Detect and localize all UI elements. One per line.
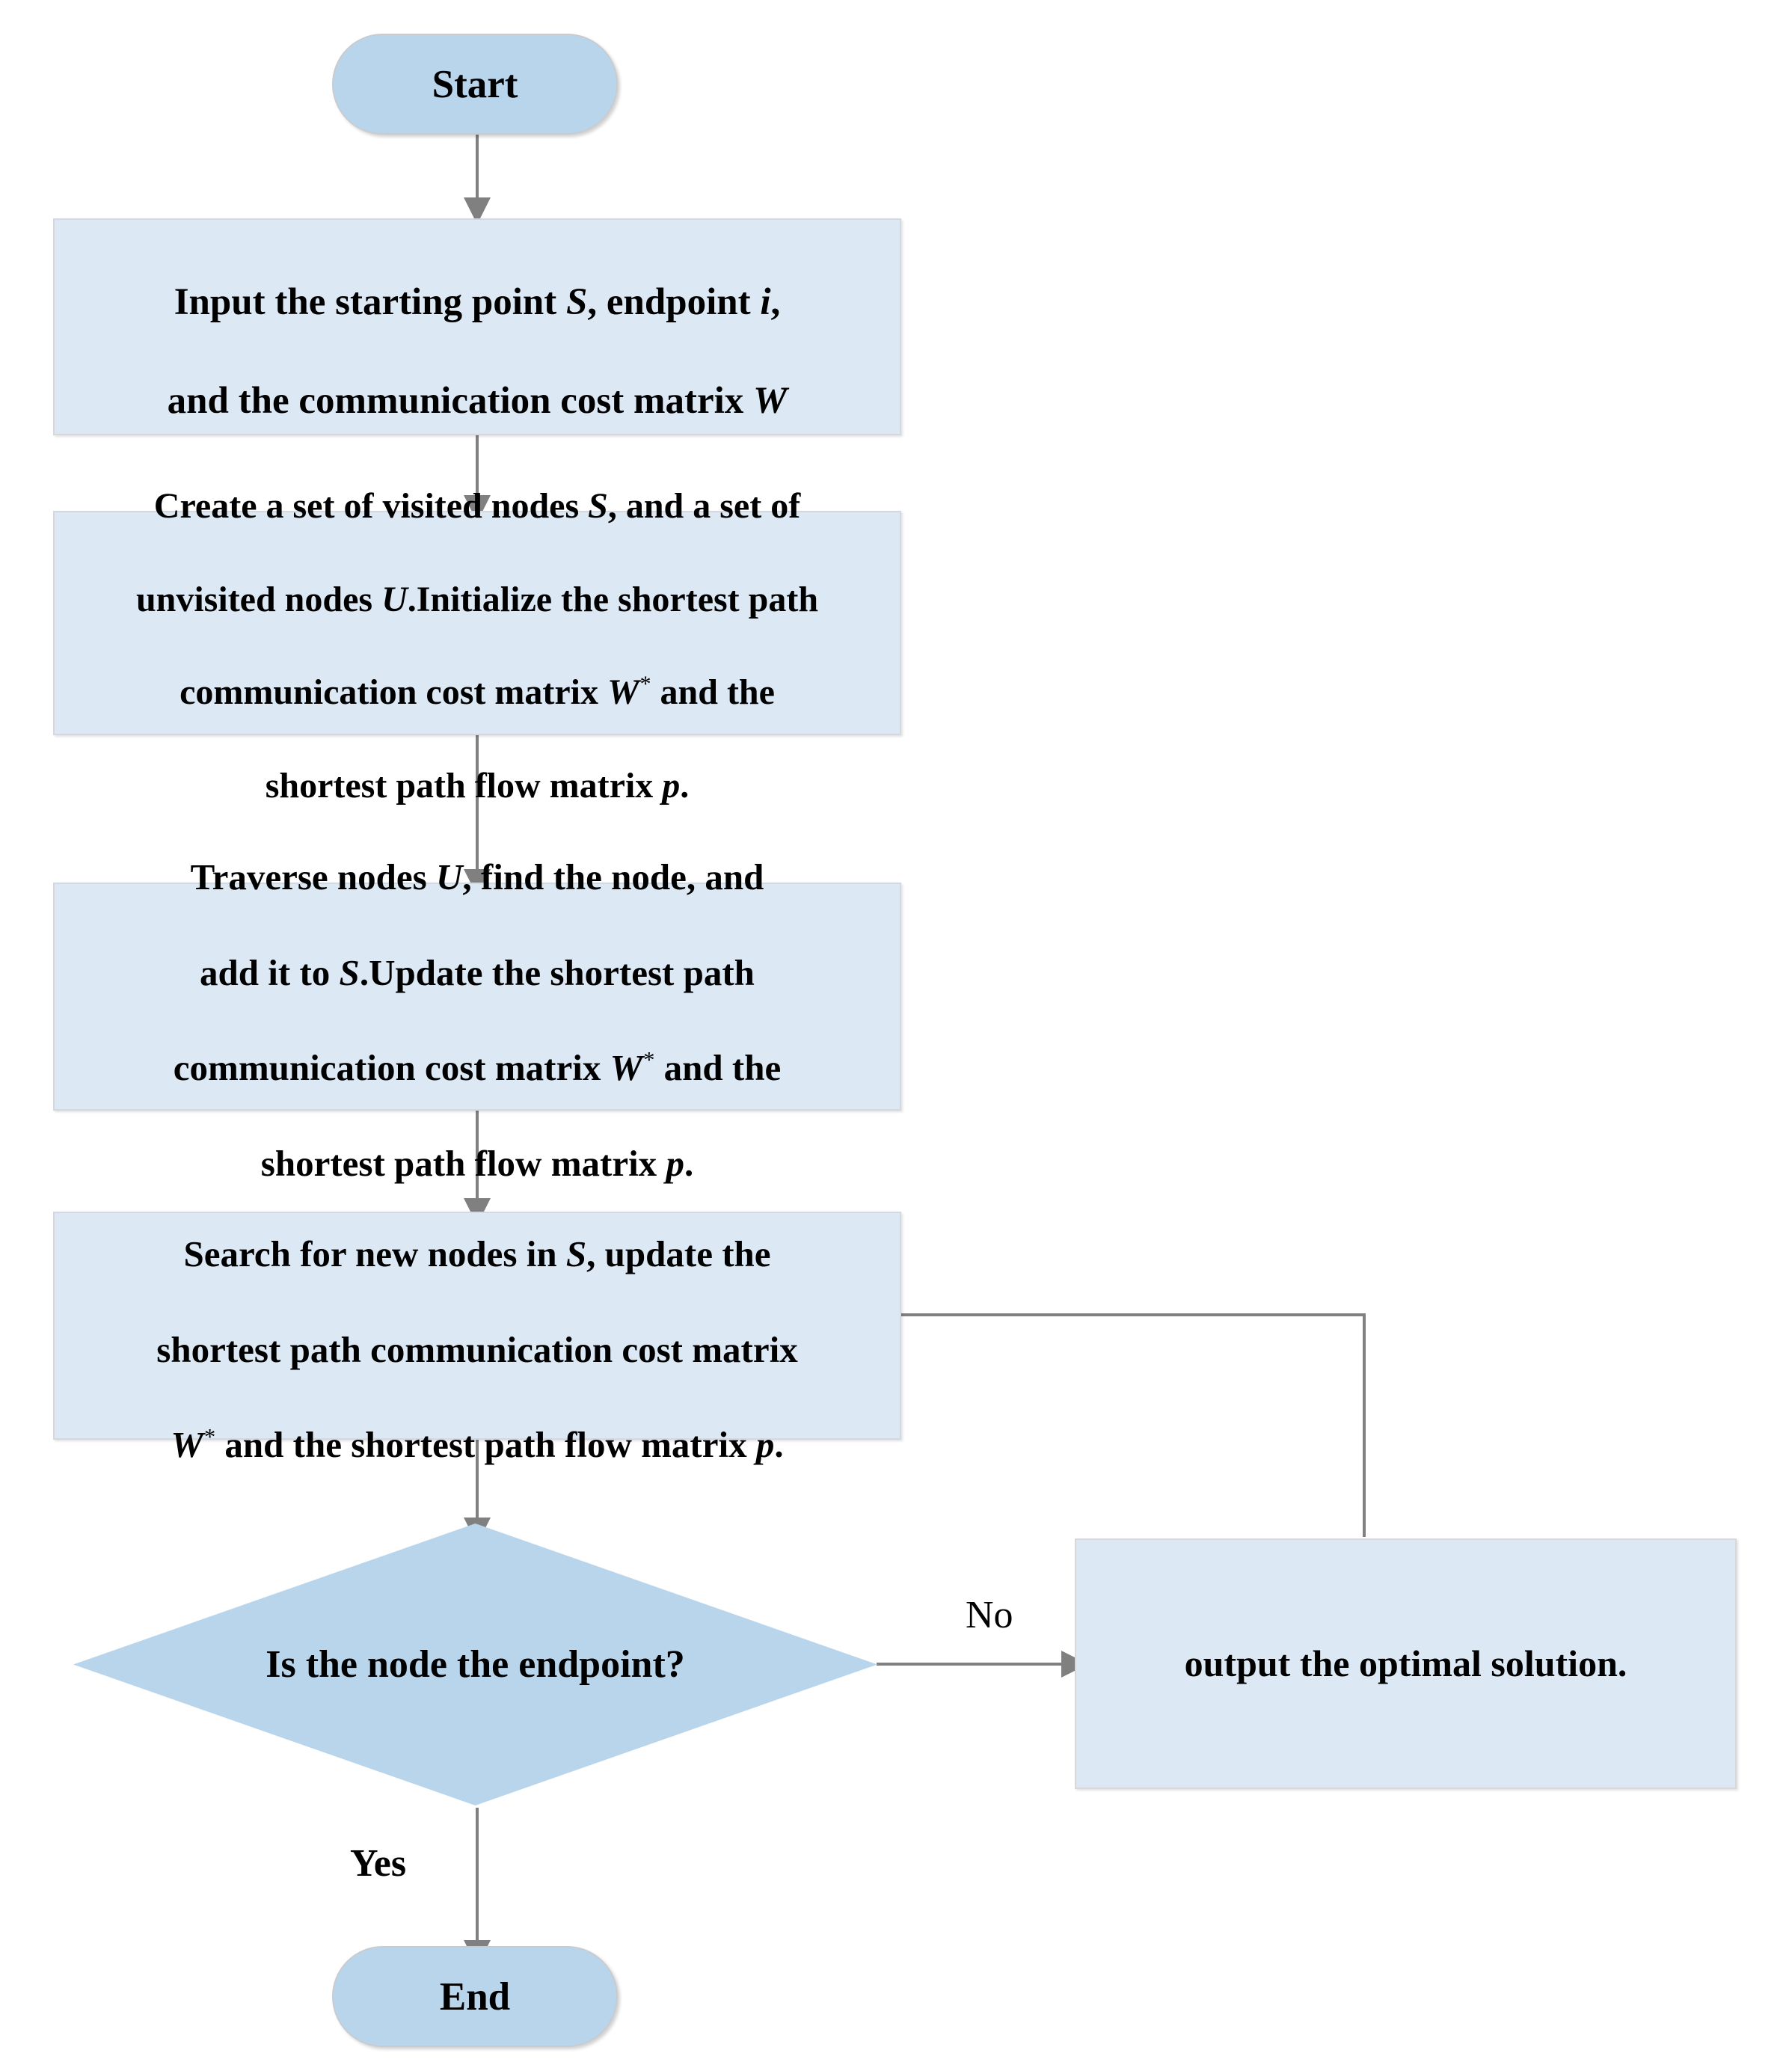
- edge-output-to-search-new-feedback: [872, 1301, 1366, 1537]
- edge-label-yes: Yes: [350, 1842, 407, 1885]
- node-search-new[interactable]: Search for new nodes in S, update the sh…: [53, 1212, 901, 1465]
- node-create-sets[interactable]: Create a set of visited nodes S, and a s…: [53, 486, 901, 806]
- node-output[interactable]: output the optimal solution.: [1075, 1538, 1737, 1789]
- node-end[interactable]: End: [332, 1946, 618, 2047]
- node-search-new-text: Search for new nodes in S, update the sh…: [156, 1233, 798, 1465]
- node-traverse-text: Traverse nodes U, find the node, and add…: [173, 856, 782, 1184]
- node-end-label: End: [439, 1974, 511, 2019]
- node-output-label: output the optimal solution.: [1184, 1642, 1627, 1684]
- node-create-sets-text: Create a set of visited nodes S, and a s…: [135, 485, 819, 806]
- node-start-label: Start: [432, 62, 518, 106]
- node-decision-label: Is the node the endpoint?: [266, 1642, 685, 1686]
- edge-label-no: No: [966, 1594, 1013, 1636]
- node-input[interactable]: Input the starting point S, endpoint i, …: [53, 218, 901, 435]
- node-decision[interactable]: Is the node the endpoint?: [73, 1523, 877, 1805]
- node-traverse[interactable]: Traverse nodes U, find the node, and add…: [53, 856, 901, 1184]
- node-start[interactable]: Start: [332, 34, 618, 135]
- node-input-text: Input the starting point S, endpoint i, …: [167, 280, 788, 423]
